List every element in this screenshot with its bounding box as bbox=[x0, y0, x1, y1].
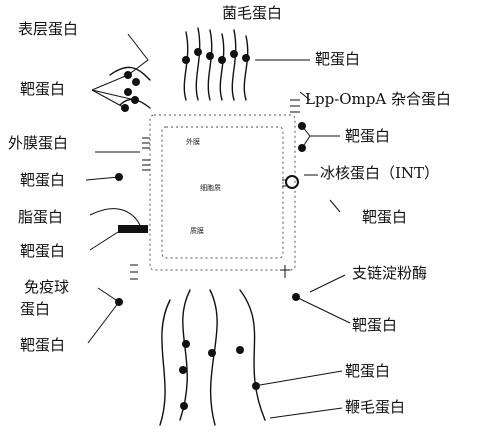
label-target-4: 靶蛋白 bbox=[20, 171, 66, 189]
target-protein-dots bbox=[115, 48, 306, 410]
label-immunoglobulin-2: 蛋白 bbox=[20, 300, 51, 318]
label-pili-protein: 菌毛蛋白 bbox=[222, 4, 283, 22]
label-target-6: 靶蛋白 bbox=[20, 242, 66, 260]
label-target-5: 靶蛋白 bbox=[362, 208, 408, 226]
label-target-8: 靶蛋白 bbox=[20, 336, 66, 354]
cell-envelope bbox=[149, 114, 296, 271]
label-target-3: 靶蛋白 bbox=[345, 127, 391, 145]
label-outer-membrane-protein: 外膜蛋白 bbox=[8, 134, 69, 152]
membrane-glyphs bbox=[130, 99, 300, 280]
label-immunoglobulin-1: 免疫球 bbox=[24, 278, 70, 296]
label-surface-protein: 表层蛋白 bbox=[18, 20, 79, 38]
cell-inner-membrane-label: 质膜 bbox=[190, 227, 204, 235]
flagella-fibers bbox=[159, 289, 266, 426]
label-lpp-ompa: Lpp-OmpA 杂合蛋白 bbox=[305, 90, 451, 108]
pili-fibers bbox=[183, 27, 249, 101]
label-ice-nucleation-protein: 冰核蛋白（INT） bbox=[320, 164, 440, 182]
label-target-9: 靶蛋白 bbox=[345, 362, 391, 380]
label-lipoprotein: 脂蛋白 bbox=[18, 208, 64, 226]
leader-lines bbox=[85, 33, 351, 419]
cell-outer-membrane-label: 外膜 bbox=[186, 138, 200, 146]
label-amylase: 支链淀粉酶 bbox=[352, 264, 428, 282]
label-target-7: 靶蛋白 bbox=[352, 316, 398, 334]
label-target-2: 靶蛋白 bbox=[20, 80, 66, 98]
cell-periplasm-label: 细胞质 bbox=[200, 184, 221, 192]
label-flagellin: 鞭毛蛋白 bbox=[345, 398, 406, 416]
label-target-1: 靶蛋白 bbox=[315, 50, 361, 68]
